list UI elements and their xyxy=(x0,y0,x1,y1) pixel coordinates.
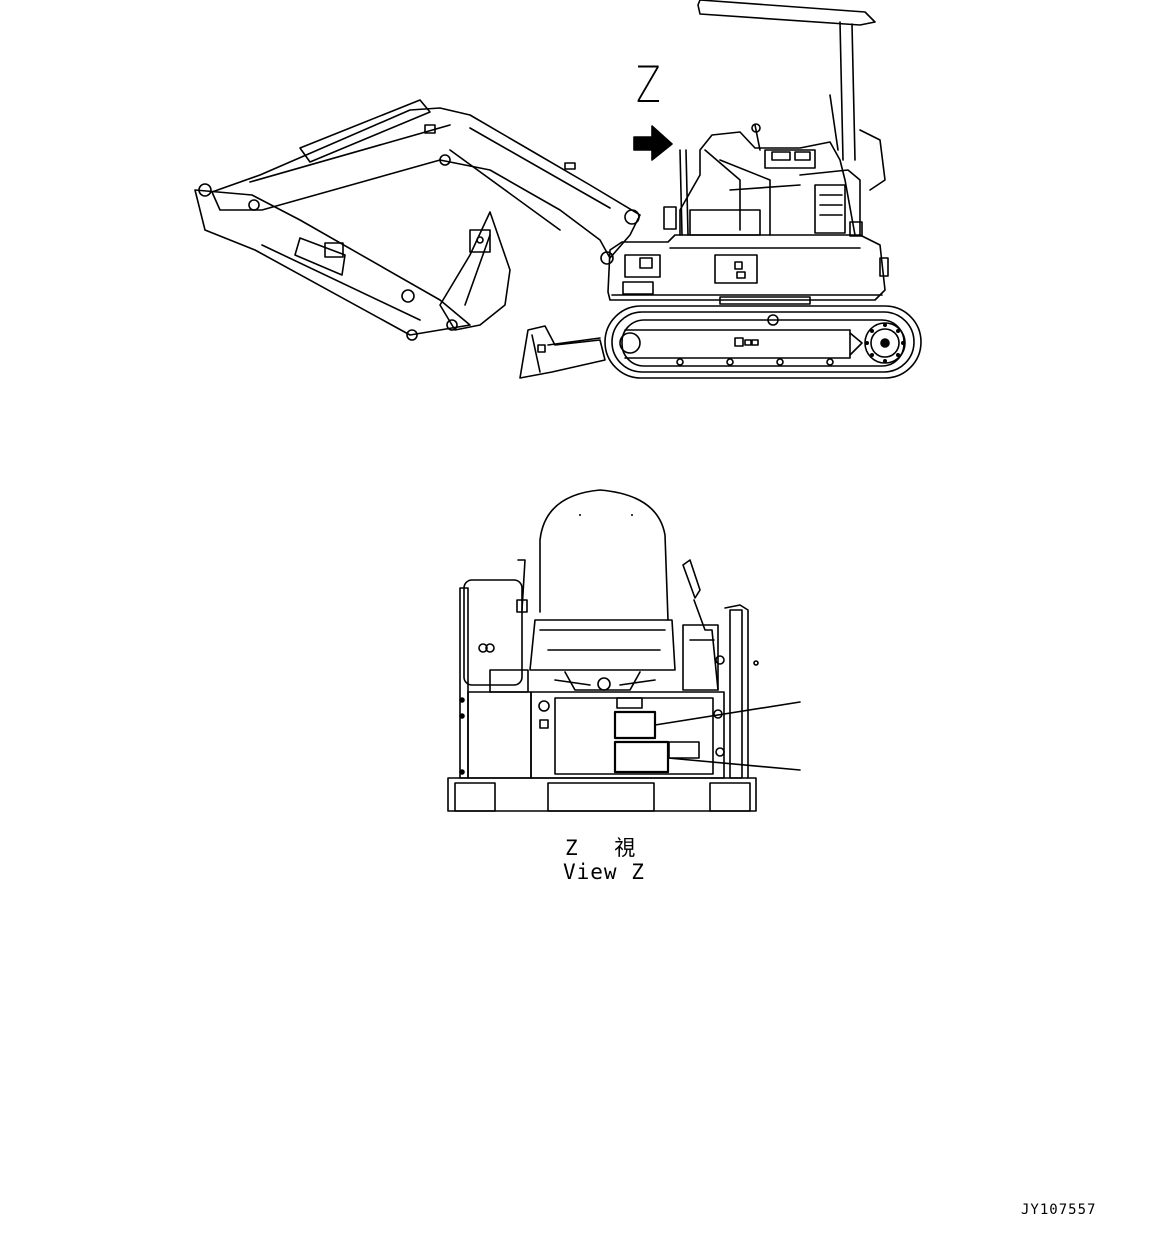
view-caption-japanese: Z 視 xyxy=(565,836,637,860)
view-direction-arrow-icon xyxy=(634,126,672,160)
crawler-track xyxy=(605,306,921,378)
rear-view xyxy=(448,490,800,811)
base-frame xyxy=(448,778,756,811)
excavator-side-view xyxy=(195,0,921,378)
upper-structure xyxy=(608,235,888,304)
drawing-code: JY107557 xyxy=(1021,1202,1097,1218)
left-side-box xyxy=(460,560,531,778)
dozer-blade xyxy=(520,326,605,378)
leader-line-lower xyxy=(668,758,800,770)
bucket xyxy=(440,212,510,330)
canopy xyxy=(698,0,875,160)
arm xyxy=(195,190,470,340)
leader-line-upper xyxy=(655,702,800,725)
operator-station xyxy=(664,95,885,236)
boom xyxy=(199,100,640,264)
label-plate-upper xyxy=(615,712,655,738)
view-caption-english: View Z xyxy=(563,860,645,884)
rear-panel xyxy=(531,692,724,778)
label-plate-lower xyxy=(615,742,668,772)
view-marker-label: Z xyxy=(636,56,661,114)
right-control-lever xyxy=(683,560,758,778)
operator-seat xyxy=(530,490,675,690)
